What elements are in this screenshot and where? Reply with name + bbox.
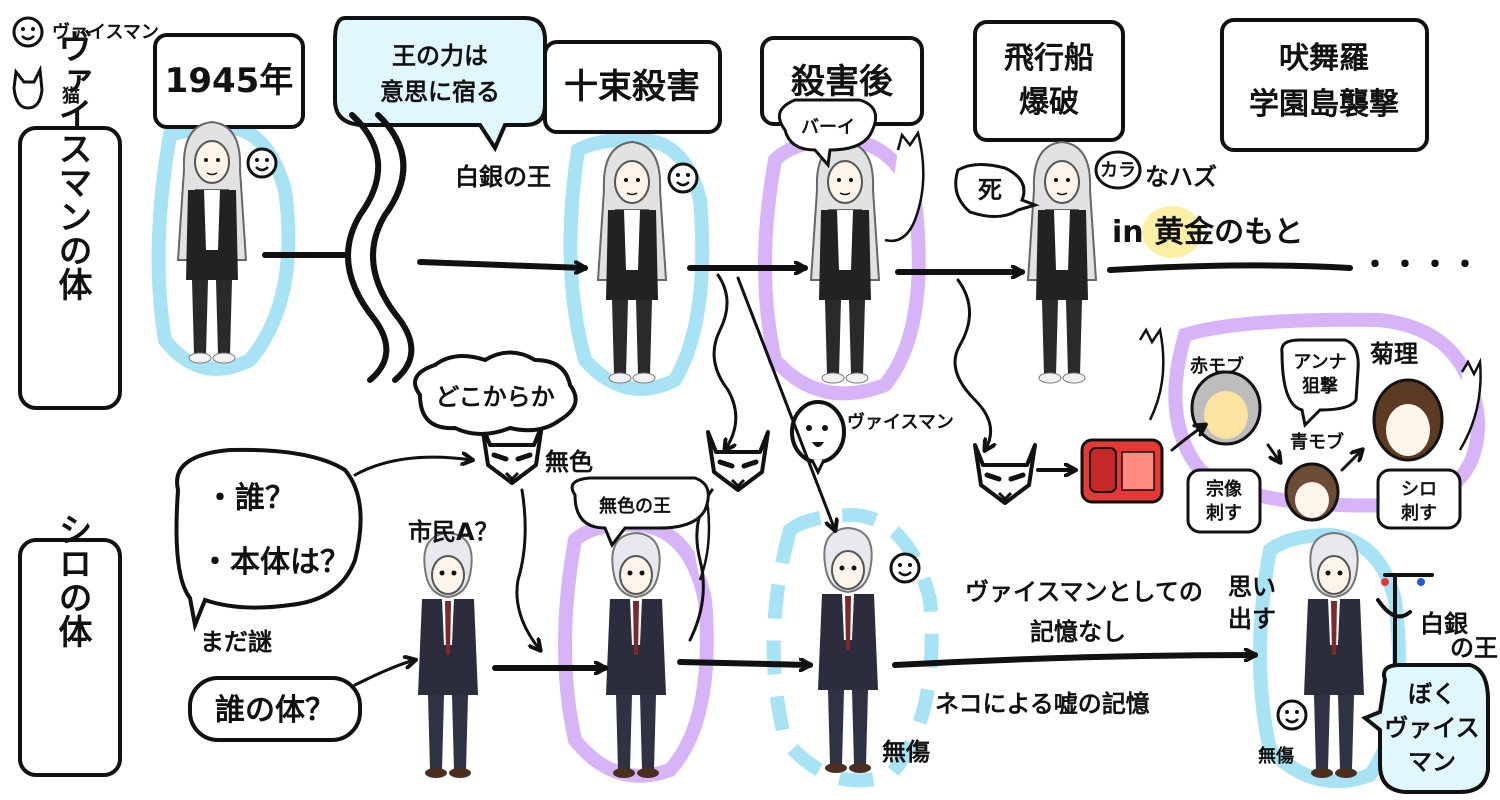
whose-body-text: 誰の体？ <box>215 693 335 728</box>
shiro-remember-figure <box>1304 533 1364 778</box>
unhurt-label-2: 無傷 <box>1258 745 1294 767</box>
fox-mask-icon-3 <box>975 445 1035 503</box>
fake-memory-label: ネコによる嘘の記憶 <box>935 690 1150 718</box>
row-labels: ヴァイスマンの体 シロの体 <box>20 29 120 775</box>
top-row-label: ヴァイスマンの体 <box>52 29 92 301</box>
smiley-icon-totsuka <box>669 164 697 192</box>
weisman-totsuka-figure <box>598 142 666 383</box>
shiro-citizen-figure <box>418 533 478 778</box>
should-be-label: なハズ <box>1145 163 1217 191</box>
shiro-colorless-figure <box>606 533 666 778</box>
colorless-king-text: 無色の王 <box>599 495 671 517</box>
kukuri-label: 菊理 <box>1370 340 1418 368</box>
unhurt-label-1: 無傷 <box>882 738 930 766</box>
no-memory-line-2: 記憶なし <box>1030 618 1126 646</box>
weisman-1945-figure <box>178 122 246 363</box>
silver-king-label: 白銀の王 <box>455 163 551 191</box>
smiley-icon-1945 <box>248 149 276 177</box>
blue-mob-label: 青モブ <box>1290 431 1344 453</box>
bottom-row-label: シロの体 <box>52 512 92 648</box>
who-question: ・誰？ <box>205 481 295 516</box>
box-1945: 1945年 <box>165 61 294 101</box>
still-mystery-label: まだ謎 <box>200 628 272 656</box>
fox-mask-icon-2 <box>708 432 768 490</box>
question-bubble <box>177 450 361 625</box>
cat-legend-icon <box>14 70 42 108</box>
phone-icon <box>1082 440 1162 502</box>
smiley-icon-unhurt <box>891 554 919 582</box>
true-body-question: ・本体は？ <box>200 545 350 580</box>
citizen-a-label: 市民A？ <box>408 518 499 546</box>
smiley-legend-icon <box>14 18 42 46</box>
dead-text: 死 <box>978 176 1002 204</box>
time-skip-lines <box>348 115 411 380</box>
box-after: 殺害後 <box>791 62 894 102</box>
weisman-dead-figure <box>1028 142 1096 383</box>
cat-ghost-left <box>1140 330 1163 420</box>
no-memory-line-1: ヴァイスマンとしての <box>965 578 1203 606</box>
smiley-icon-final <box>1278 701 1306 729</box>
box-totsuka: 十束殺害 <box>564 67 700 107</box>
continuation-dots: ・・・・ <box>1360 248 1480 283</box>
weisman-small-label: ヴァイスマン <box>847 411 954 433</box>
weisman-after-figure <box>811 142 879 383</box>
in-gold-label: in 黄金のもと <box>1112 215 1304 250</box>
colorless-label: 無色 <box>545 448 593 476</box>
empty-text: カラ <box>1100 160 1136 181</box>
silver-king-label-2: 白銀の王 <box>1420 610 1498 662</box>
from-somewhere-text: どこからか <box>435 383 554 411</box>
shiro-unhurt-figure <box>818 528 878 773</box>
red-mob-label: 赤モブ <box>1190 355 1244 377</box>
bye-text: バーイ <box>801 117 855 138</box>
